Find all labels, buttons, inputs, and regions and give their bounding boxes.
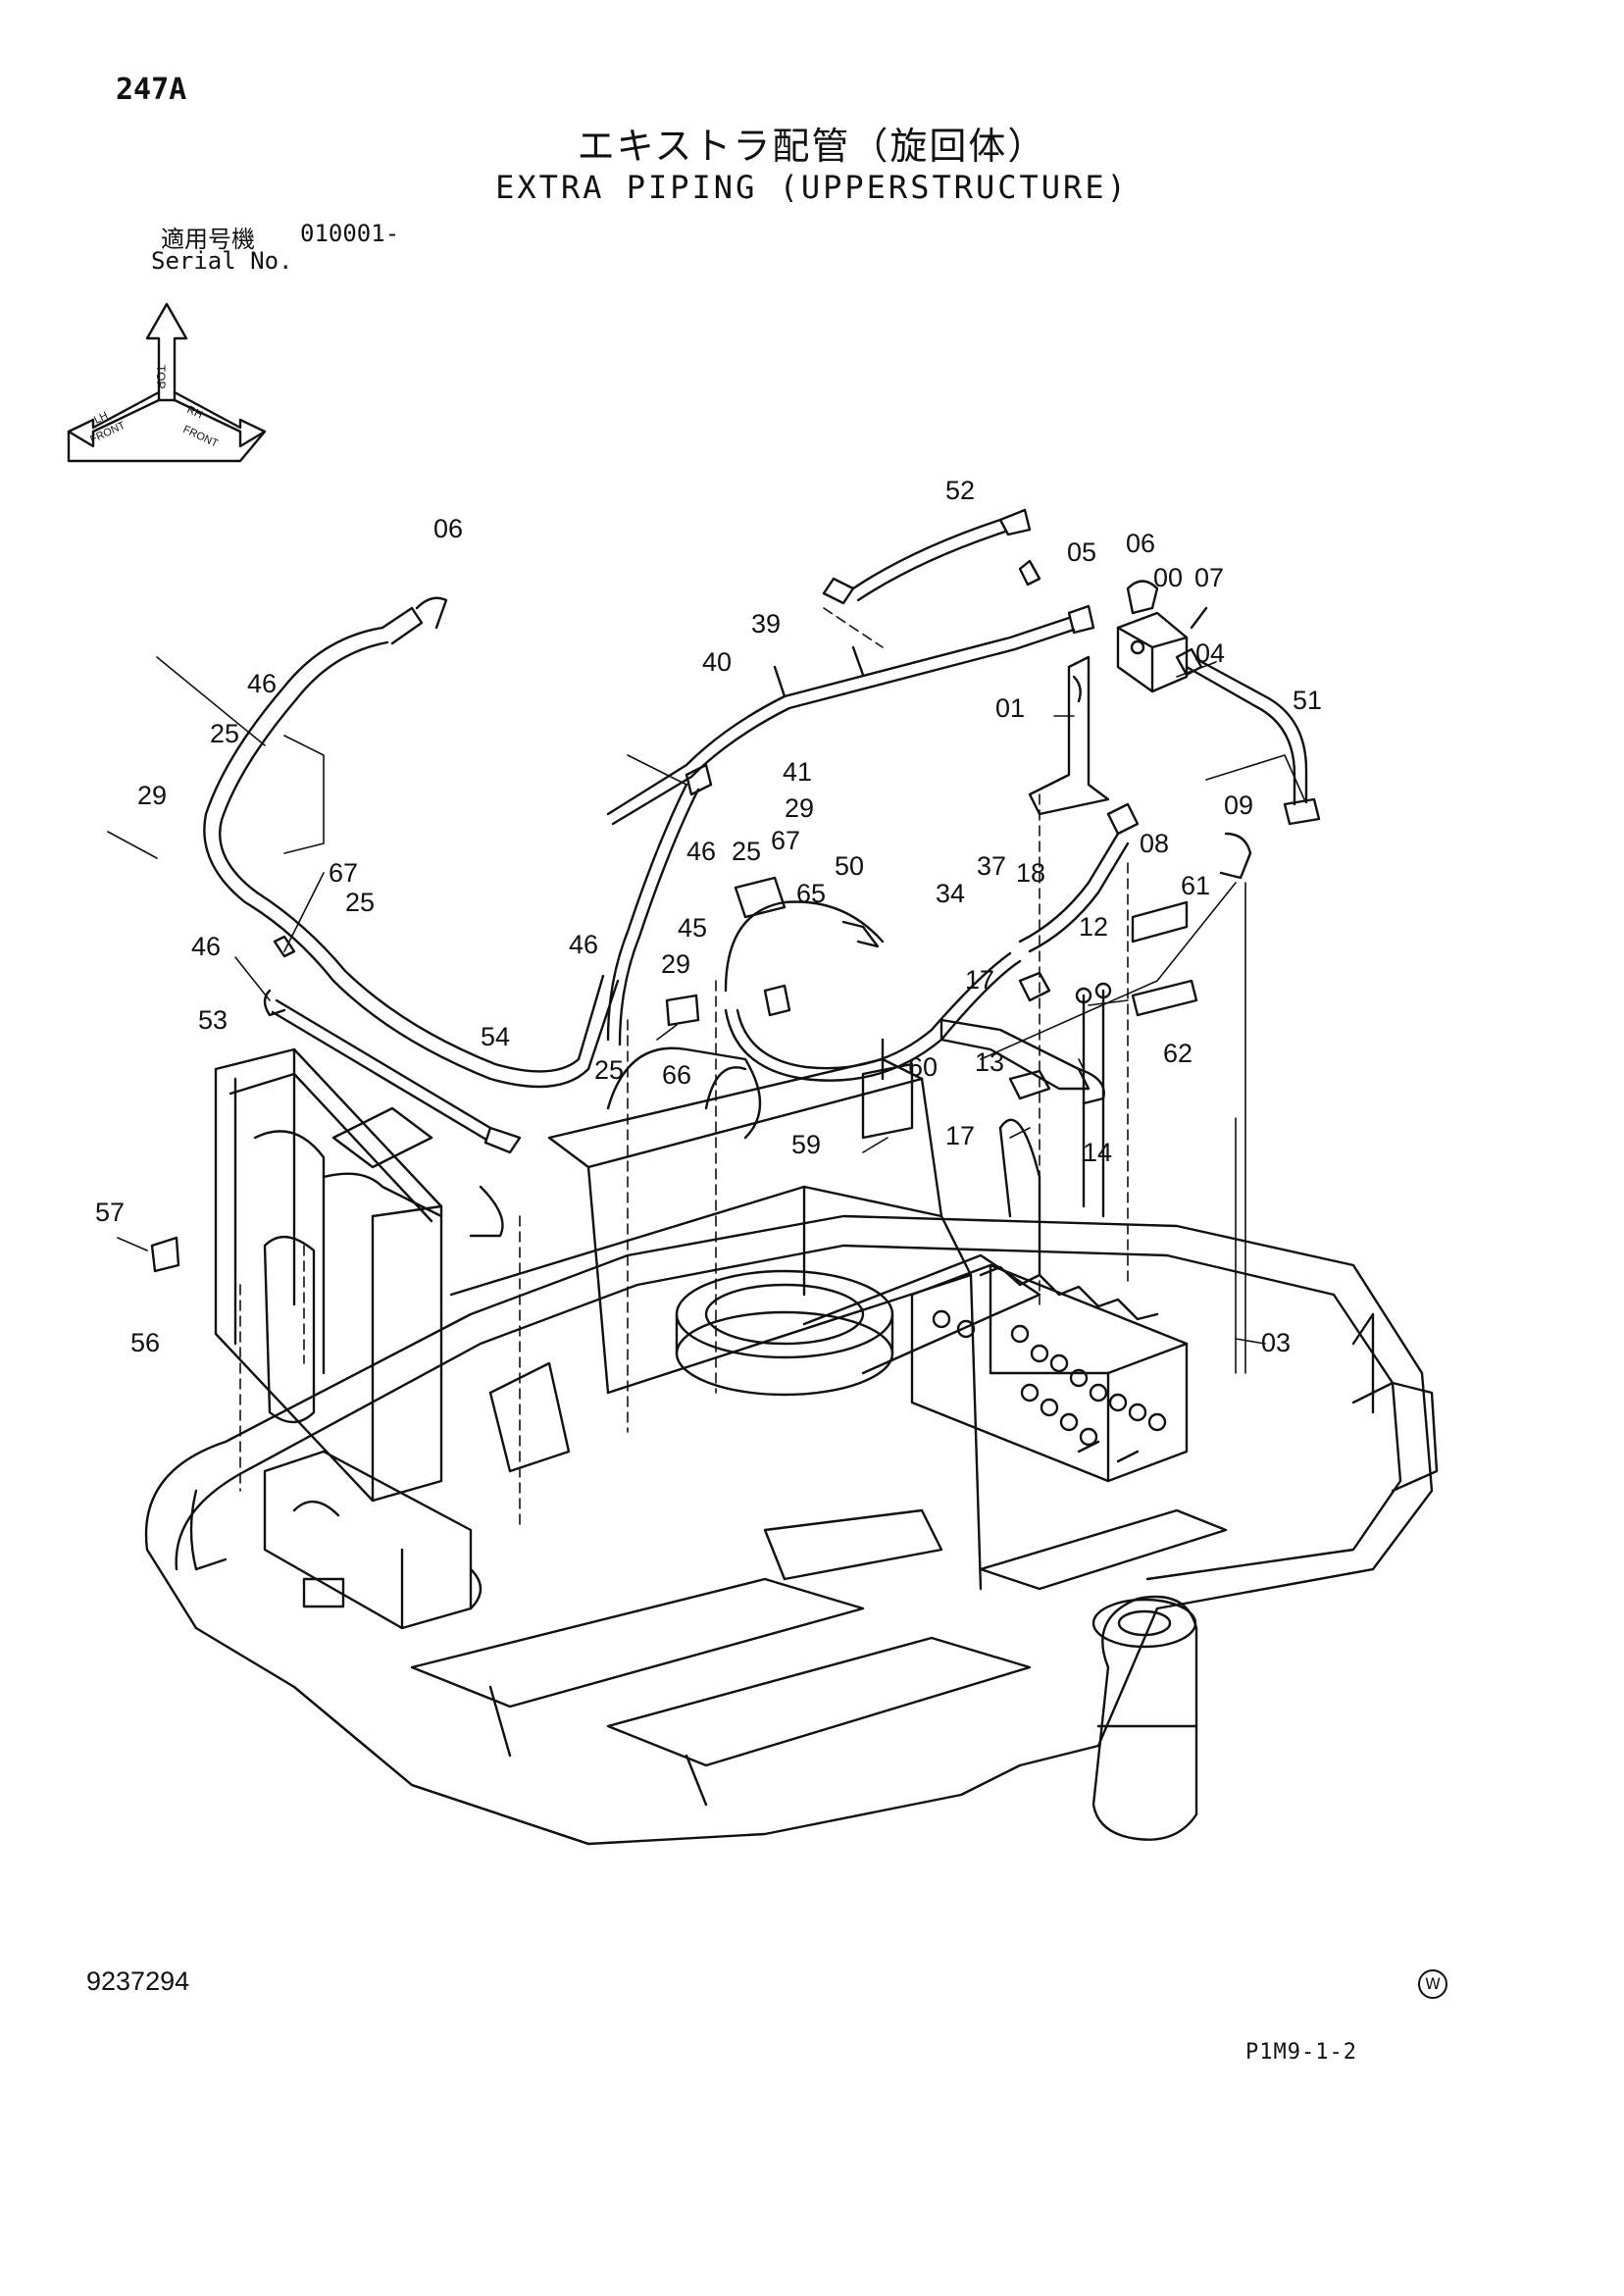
part-label: 46 [247, 669, 277, 698]
hose-center [606, 763, 1140, 1082]
part-label: 25 [594, 1055, 624, 1085]
part-label: 46 [569, 930, 598, 959]
orientation-symbol: TOP LH FRONT RH FRONT [67, 302, 267, 463]
part-label: 67 [329, 858, 358, 888]
orientation-top-text: TOP [154, 365, 168, 388]
part-label: 46 [686, 837, 716, 866]
part-label: 59 [791, 1130, 821, 1159]
part-label: 12 [1079, 912, 1108, 942]
serial-value: 010001- [300, 220, 400, 247]
part-label: 00 [1153, 563, 1183, 592]
part-label: 25 [732, 837, 761, 866]
part-label: 03 [1261, 1328, 1291, 1357]
oil-cooler-unit [189, 1047, 504, 1630]
part-label: 51 [1293, 686, 1322, 715]
part-label: 57 [95, 1198, 125, 1227]
part-label: 04 [1195, 638, 1225, 668]
part-label: 62 [1163, 1039, 1193, 1068]
part-label: 65 [796, 879, 826, 908]
part-label: 06 [433, 514, 463, 543]
page-title-en: EXTRA PIPING (UPPERSTRUCTURE) [495, 169, 1129, 206]
orientation-lh-text: LH [92, 410, 110, 427]
part-label: 18 [1016, 858, 1045, 888]
part-label: 01 [995, 693, 1025, 723]
part-label: 61 [1181, 871, 1210, 900]
part-label: 60 [908, 1052, 938, 1082]
part-label: 56 [130, 1328, 160, 1357]
part-label: 29 [661, 949, 690, 979]
swing-bearing [675, 1269, 894, 1397]
footer-code: P1M9-1-2 [1245, 2040, 1357, 2065]
hose-left-46-54 [203, 596, 620, 1154]
hose-upper-40-52 [606, 508, 1095, 826]
part-label: 39 [751, 609, 781, 638]
upperstructure-frame [144, 1214, 1439, 1846]
part-label: 25 [345, 888, 375, 917]
part-label: 45 [678, 913, 707, 943]
part-label: 46 [191, 932, 221, 961]
part-label: 50 [835, 851, 864, 881]
part-label: 09 [1224, 791, 1253, 820]
part-label: 67 [771, 826, 800, 855]
serial-label-jp: 適用号機 [161, 226, 255, 253]
part-label: 13 [975, 1047, 1004, 1077]
part-label: 25 [210, 719, 239, 748]
center-frame-beams [449, 1046, 1041, 1591]
hose-right-51 [1175, 647, 1321, 880]
circled-mark: W [1418, 1969, 1447, 1999]
serial-label-en: Serial No. [151, 247, 293, 275]
part-label: 54 [481, 1022, 510, 1051]
orientation-front-right-text: FRONT [181, 424, 221, 450]
leader-lines [107, 607, 1305, 1531]
part-label: 07 [1194, 563, 1224, 592]
lower-right-fittings [939, 900, 1198, 1218]
part-label: 05 [1067, 537, 1096, 567]
part-label: 29 [785, 793, 814, 823]
part-labels: 06 46 25 29 67 25 46 53 54 57 56 52 05 0… [95, 476, 1322, 1357]
part-label: 29 [137, 781, 167, 810]
control-valve [910, 1263, 1189, 1483]
part-label: 53 [198, 1005, 228, 1035]
document-number: 9237294 [86, 1966, 190, 1996]
part-label: 06 [1126, 529, 1155, 558]
part-label: 52 [945, 476, 975, 505]
part-label: 37 [977, 851, 1006, 881]
part-label: 17 [945, 1121, 975, 1150]
page-title-jp: エキストラ配管（旋回体） [577, 125, 1047, 168]
manifold-bracket [1018, 559, 1208, 816]
part-label: 14 [1083, 1138, 1112, 1167]
part-label: 66 [662, 1060, 691, 1090]
part-label: 40 [702, 647, 732, 677]
page-number: 247A [116, 73, 187, 107]
part-label: 41 [783, 757, 812, 787]
part-label: 34 [936, 879, 965, 908]
part-label: 08 [1140, 829, 1169, 858]
small-brackets [150, 876, 914, 1273]
part-label: 17 [965, 965, 994, 995]
